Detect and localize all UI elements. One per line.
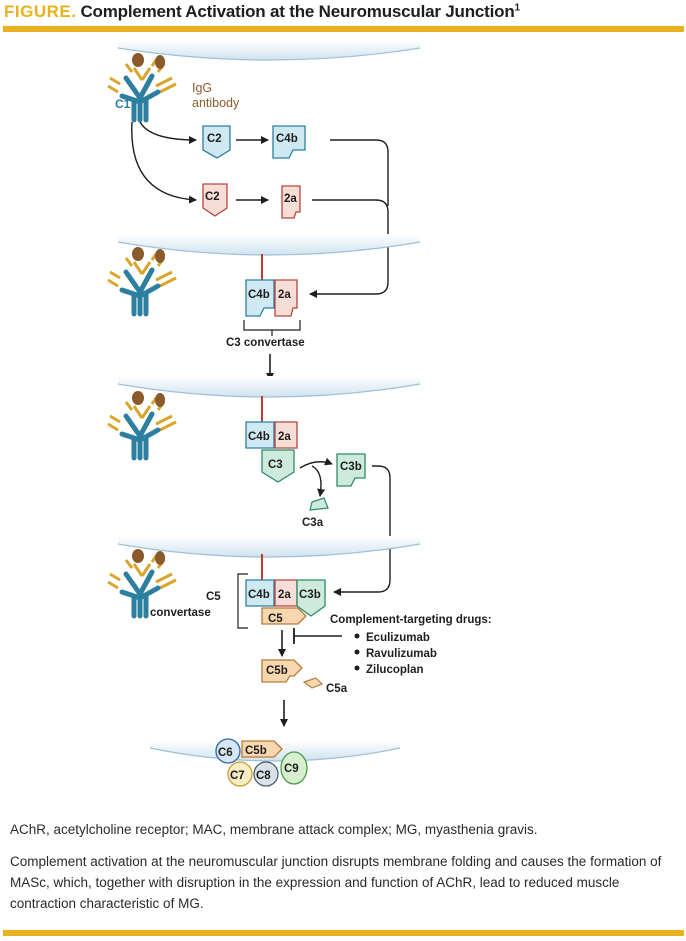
c2a-shape xyxy=(281,185,301,219)
c4b-label: C4b xyxy=(276,133,298,145)
membrane-1 xyxy=(118,40,420,60)
c2a-label-4: 2a xyxy=(278,589,291,601)
c3-convertase-label: C3 convertase xyxy=(226,337,305,349)
c7-label: C7 xyxy=(230,770,245,782)
c3b-shape xyxy=(336,453,366,487)
description-caption: Complement activation at the neuromuscul… xyxy=(10,854,662,911)
connector-c4b xyxy=(330,139,389,206)
membrane-1-edge xyxy=(117,47,421,61)
c3-label: C3 xyxy=(268,459,283,471)
c1-label: C1 xyxy=(115,97,131,111)
c9-label: C9 xyxy=(284,763,299,775)
connector-c3b-to-c5-convertase xyxy=(333,465,391,596)
c5a-label: C5a xyxy=(326,683,348,695)
c5b-shape-mac xyxy=(241,740,283,758)
complement-pathway-diagram: C1 IgG antibody C2 C4b C2 2a C4b 2a C3 c… xyxy=(0,40,492,787)
c5-label: C5 xyxy=(268,613,283,625)
c5b-label-mac: C5b xyxy=(245,745,267,757)
c6-label: C6 xyxy=(218,747,233,759)
arrow-c3-to-c3a xyxy=(311,465,326,497)
c3-convertase-bracket xyxy=(243,320,301,336)
c2a-label-2: 2a xyxy=(278,289,291,301)
c5-convertase-label-2: convertase xyxy=(150,607,211,619)
antibody-label: antibody xyxy=(192,96,240,110)
membrane-3-edge xyxy=(117,383,421,398)
c2-blue-shape xyxy=(202,125,231,159)
membrane-3 xyxy=(118,376,420,397)
drugs-heading: Complement-targeting drugs: xyxy=(330,614,492,626)
c1-antibody-icon-2 xyxy=(108,247,176,314)
c4b-shape-2 xyxy=(245,279,275,317)
c2a-shape-2 xyxy=(274,279,298,317)
c3a-shape xyxy=(309,497,329,511)
c4b-shape-3 xyxy=(245,421,275,449)
c5-shape xyxy=(261,607,307,625)
c6-shape xyxy=(215,738,241,764)
c5b-shape xyxy=(261,659,303,683)
c7-shape xyxy=(227,761,253,787)
drug-eculizumab: Eculizumab xyxy=(366,632,430,644)
drug-zilucoplan: Zilucoplan xyxy=(366,664,424,676)
drug-bullet-1 xyxy=(354,633,360,639)
c1-antibody-icon-3 xyxy=(108,391,176,458)
figure-reference: 1 xyxy=(514,2,521,14)
c2a-label-3: 2a xyxy=(278,431,291,443)
c1-antibody-icon-4 xyxy=(108,549,176,616)
c5a-shape xyxy=(302,677,324,689)
c2a-shape-3 xyxy=(274,421,298,449)
arrow-c3-to-c3b xyxy=(299,457,333,469)
membrane-4-edge xyxy=(117,543,421,558)
c3b-label: C3b xyxy=(340,461,362,473)
c4b-shape-4 xyxy=(245,579,275,607)
drug-bullet-3 xyxy=(354,665,360,671)
header-accent-bar xyxy=(3,26,684,32)
c3b-shape-4 xyxy=(296,579,326,617)
c4b-shape xyxy=(272,125,306,159)
figure-title: Complement Activation at the Neuromuscul… xyxy=(80,2,515,21)
c3-shape xyxy=(261,449,295,483)
c2-red-label: C2 xyxy=(205,191,220,203)
igg-label: IgG xyxy=(192,81,212,95)
c5-convertase-label-1: C5 xyxy=(206,591,221,603)
c8-shape xyxy=(253,761,279,787)
c4b-label-4: C4b xyxy=(248,589,270,601)
arrow-c1-to-c2-red xyxy=(131,121,197,204)
c2-red-shape xyxy=(202,183,228,217)
figure-heading: FIGURE.Complement Activation at the Neur… xyxy=(4,2,520,22)
c4b-label-3: C4b xyxy=(248,431,270,443)
c5-convertase-bracket xyxy=(237,573,248,629)
membrane-2-edge xyxy=(117,241,421,256)
figure-label: FIGURE. xyxy=(4,2,77,21)
abbreviations-caption: AChR, acetylcholine receptor; MAC, membr… xyxy=(10,822,538,837)
membrane-4 xyxy=(118,536,420,557)
drug-ravulizumab: Ravulizumab xyxy=(366,648,437,660)
footer-accent-bar xyxy=(3,930,684,936)
membrane-2 xyxy=(118,234,420,255)
c4b-label-2: C4b xyxy=(248,289,270,301)
arrow-c1-to-c2 xyxy=(139,121,197,144)
drug-bullet-2 xyxy=(354,649,360,655)
c3b-label-4: C3b xyxy=(299,589,321,601)
c5b-label: C5b xyxy=(266,665,288,677)
c2a-label: 2a xyxy=(284,193,297,205)
c3a-label: C3a xyxy=(302,517,324,529)
c8-label: C8 xyxy=(256,770,271,782)
c9-shape xyxy=(280,751,308,785)
c2-blue-label: C2 xyxy=(207,133,222,145)
membrane-5-edge xyxy=(149,747,401,762)
